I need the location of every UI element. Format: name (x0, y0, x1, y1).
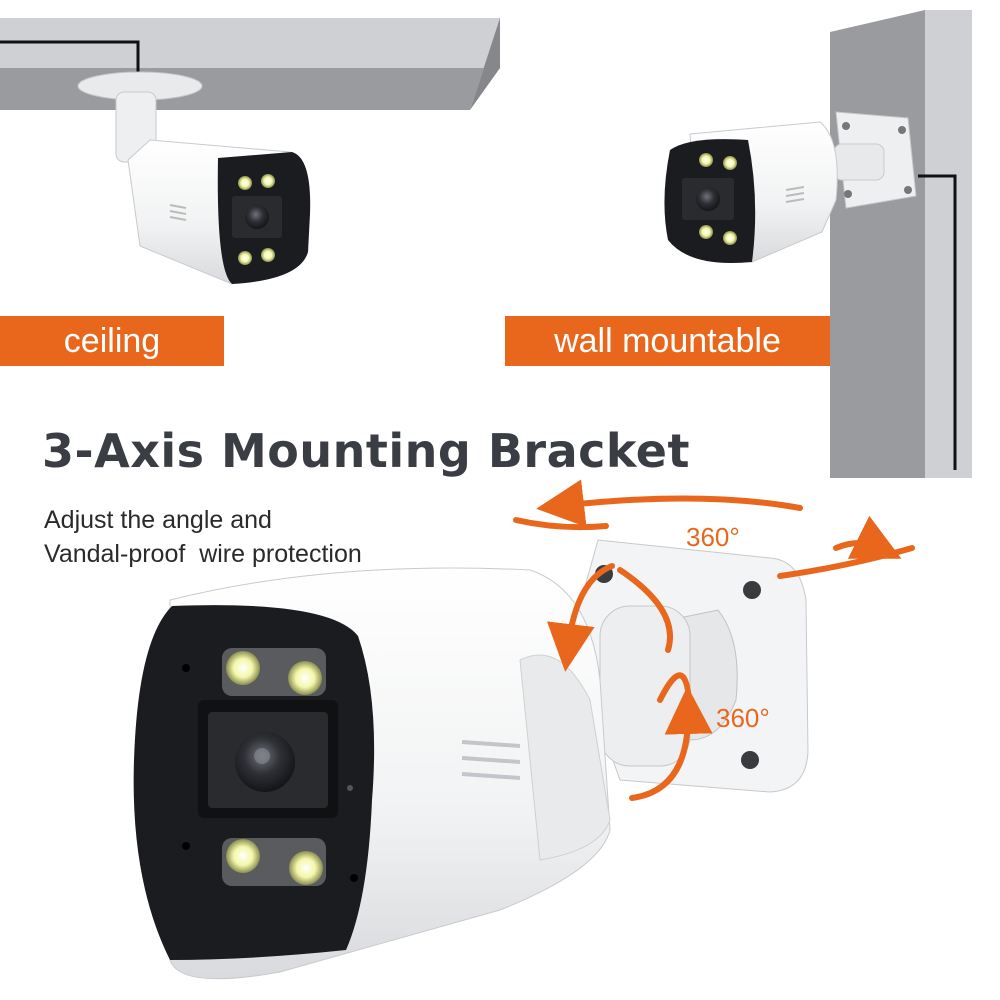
ceiling-slab (0, 18, 500, 110)
description-line-1: Adjust the angle and (44, 506, 272, 534)
wall-camera-icon (664, 111, 917, 264)
rotation-arrow-icon (513, 479, 915, 801)
ceiling-label-bg (0, 316, 224, 366)
ceiling-camera-icon (77, 71, 311, 285)
main-camera-icon (133, 539, 809, 980)
description-line-2: Vandal-proof wire protection (44, 540, 362, 568)
horizontal-rotation-label: 360° (686, 522, 740, 552)
ceiling-label: ceiling (63, 321, 161, 360)
headline: 3-Axis Mounting Bracket (42, 424, 690, 478)
vertical-rotation-label: 360° (716, 703, 770, 733)
wall-mountable-label: wall mountable (554, 321, 781, 360)
wall-label-bg (505, 316, 830, 366)
wall-slab (830, 10, 972, 478)
